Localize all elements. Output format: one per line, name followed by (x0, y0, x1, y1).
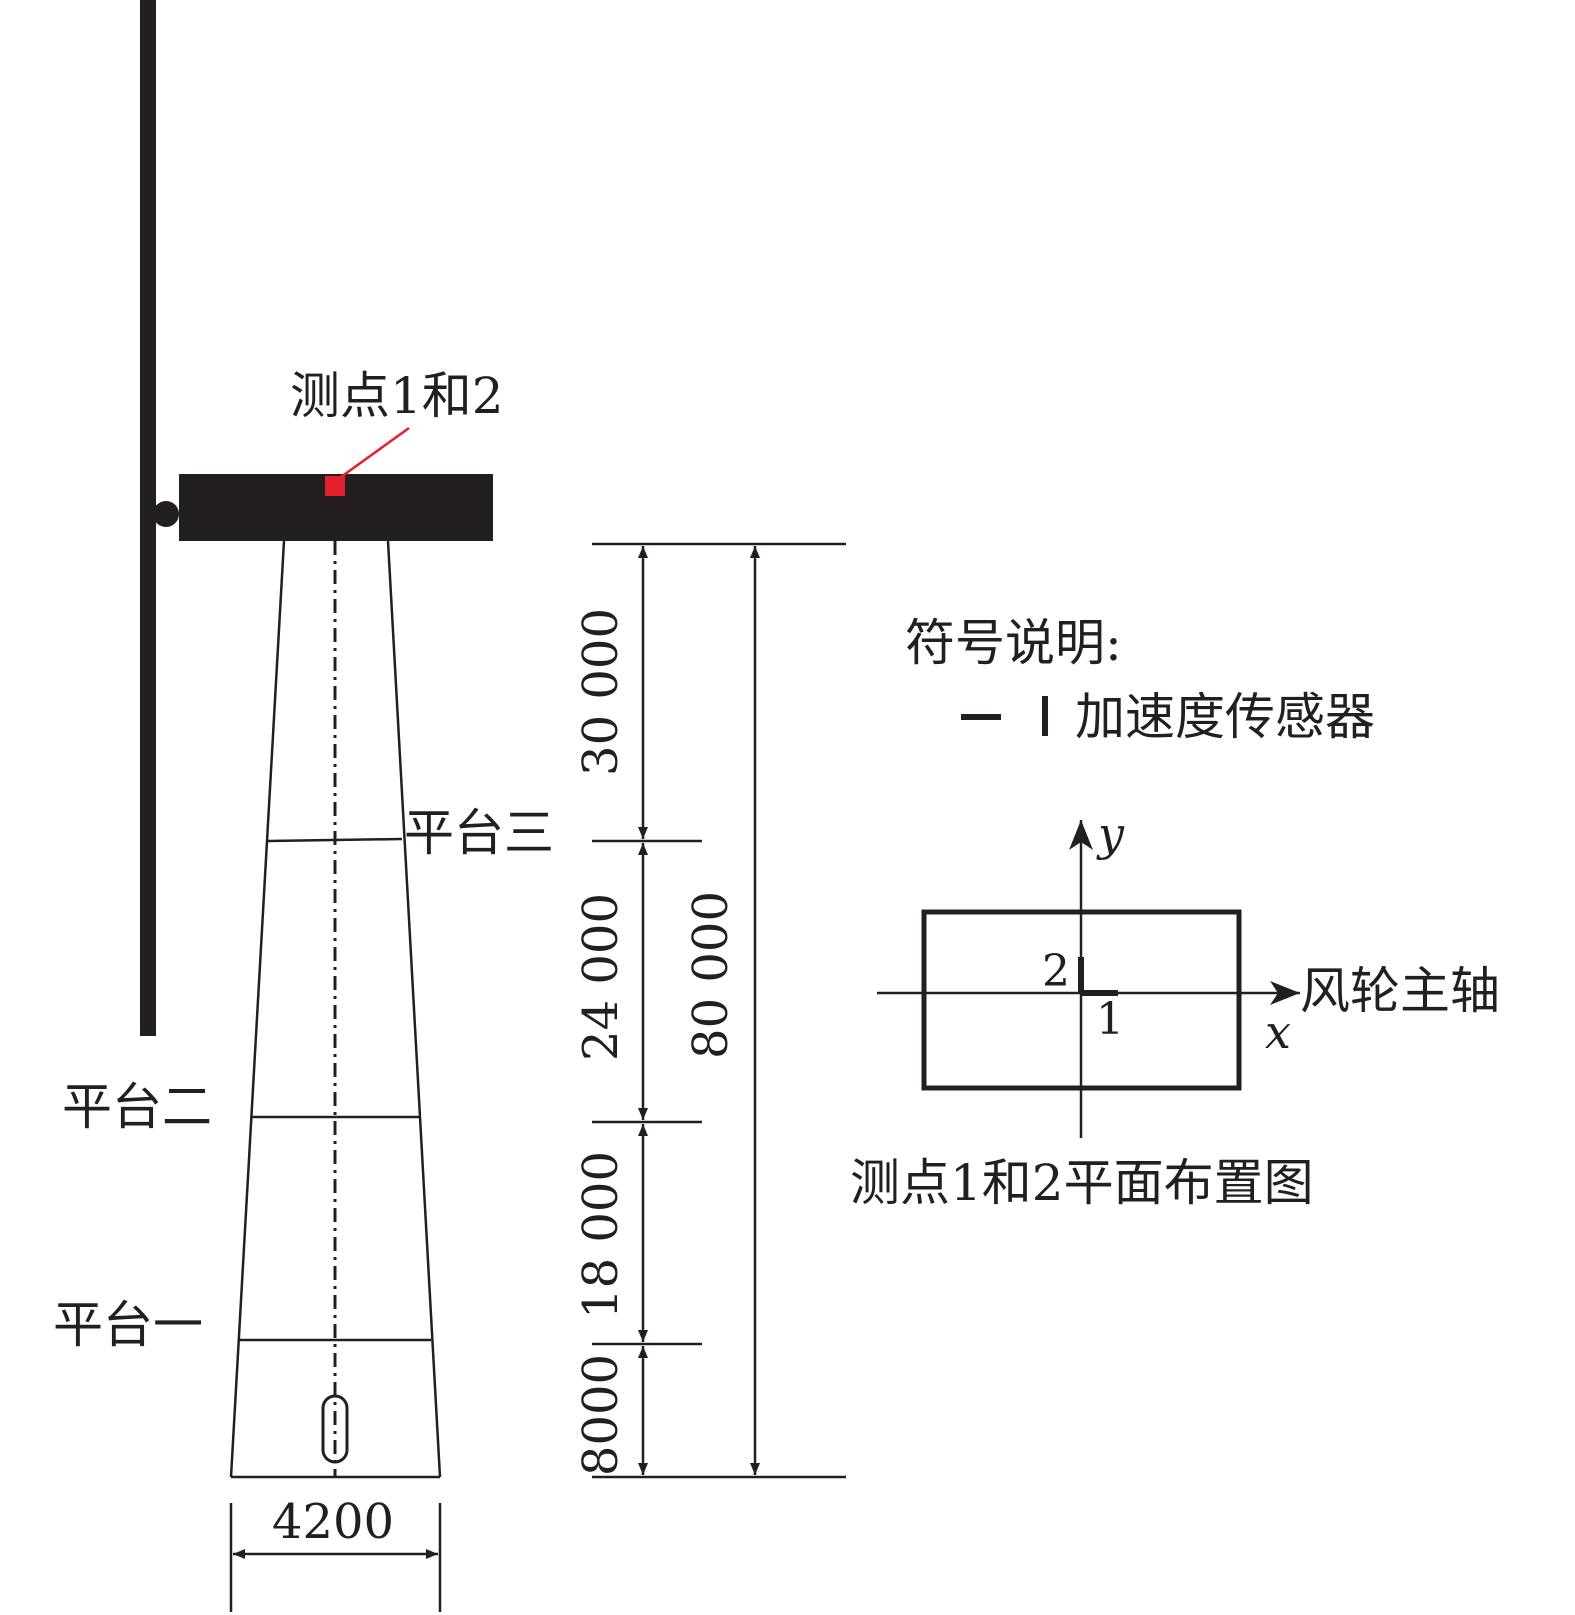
sensor-vertical-symbol (1042, 696, 1048, 736)
rotor-hub (153, 501, 179, 527)
base-width-label: 4200 (272, 1494, 394, 1550)
tower-door (321, 1394, 349, 1464)
platform-2-label: 平台二 (62, 1078, 212, 1136)
tower (229, 540, 442, 1479)
sensor-horizontal-symbol (961, 714, 1001, 720)
measure-point-label: 测点1和2 (290, 367, 504, 425)
dim-seg-top: 30 000 (573, 608, 629, 776)
sensor-1-label: 1 (1096, 994, 1124, 1045)
sensor-leader-line (333, 426, 410, 484)
sensor-marker (325, 476, 345, 496)
platform-1-label: 平台一 (53, 1296, 203, 1354)
legend-title: 符号说明: (905, 614, 1122, 672)
plan-caption: 测点1和2平面布置图 (850, 1154, 1314, 1212)
dim-seg-lower-mid: 18 000 (573, 1151, 629, 1319)
height-dimensions (592, 542, 846, 1479)
tower-right-edge (386, 540, 442, 1478)
rotor-blade (140, 0, 156, 1036)
sensor-2-label: 2 (1042, 946, 1070, 997)
legend-sensor-label: 加速度传感器 (1075, 688, 1375, 746)
dim-total-height: 80 000 (683, 891, 739, 1059)
dim-seg-bottom: 8000 (573, 1354, 629, 1476)
plan-view (877, 820, 1300, 1138)
rotor-axis-label: 风轮主轴 (1300, 962, 1500, 1020)
x-axis-label: x (1265, 1005, 1291, 1059)
y-axis-label: y (1096, 807, 1125, 861)
platform-3-label: 平台三 (404, 804, 554, 862)
base-width-dimension (229, 1503, 442, 1612)
tower-left-edge (229, 540, 286, 1478)
dim-seg-upper-mid: 24 000 (573, 893, 629, 1061)
